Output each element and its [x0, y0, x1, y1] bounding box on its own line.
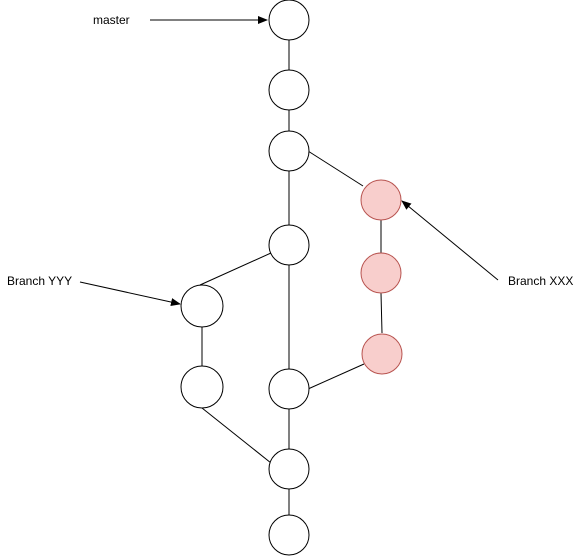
- commit-node: [268, 130, 310, 172]
- master-commits: [268, 0, 310, 556]
- commit-node: [180, 284, 224, 328]
- edge-y2-m6: [201, 407, 272, 464]
- branch-xxx-commits: [360, 179, 403, 375]
- highlighted-commit-node: [361, 333, 403, 375]
- commit-node: [268, 224, 310, 266]
- branch-xxx-arrow: [401, 200, 499, 281]
- edge-m3-x1: [307, 150, 364, 187]
- arrows: [79, 16, 499, 306]
- branch-yyy-label: Branch YYY: [7, 274, 72, 288]
- edge-m4-y1: [199, 252, 272, 286]
- connections: [199, 40, 383, 515]
- branch-yyy-commits: [180, 284, 224, 409]
- edge-x3-m5: [307, 363, 365, 390]
- branch-yyy-arrow: [79, 281, 181, 306]
- commit-node: [268, 0, 310, 41]
- commit-node: [268, 514, 310, 556]
- highlighted-commit-node: [360, 179, 402, 221]
- commit-node: [180, 365, 224, 409]
- branch-xxx-label: Branch XXX: [508, 274, 573, 288]
- commit-node: [268, 368, 310, 410]
- commit-node: [268, 448, 310, 490]
- edge-x2-x3: [380, 292, 383, 334]
- master-label: master: [93, 13, 130, 27]
- commit-node: [268, 69, 310, 111]
- highlighted-commit-node: [360, 252, 402, 294]
